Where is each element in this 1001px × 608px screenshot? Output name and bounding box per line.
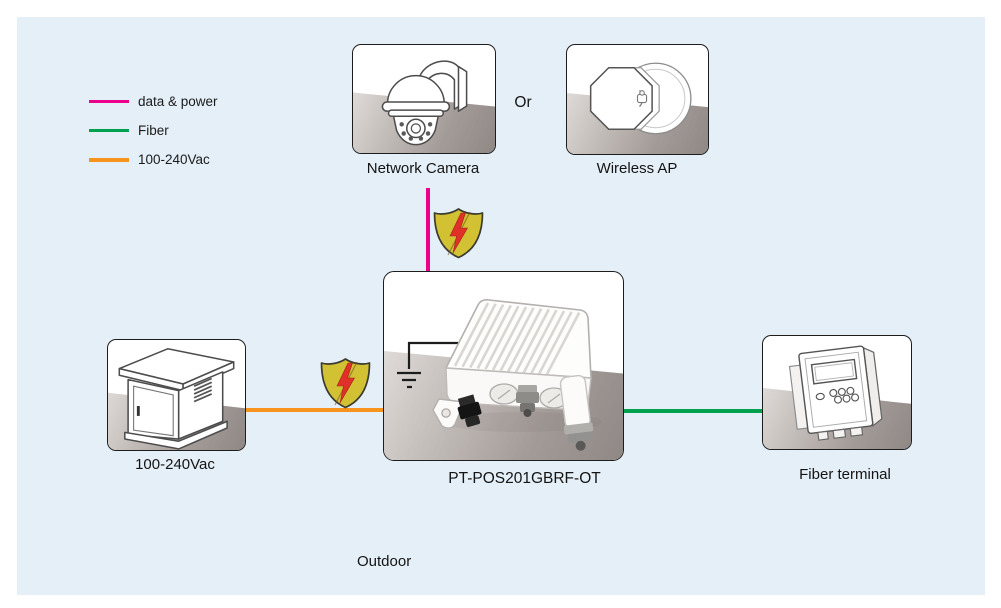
legend-label: 100-240Vac	[138, 152, 210, 167]
fiber-connection-line	[621, 409, 763, 413]
fiber-line-swatch	[89, 129, 129, 132]
network-camera-illustration	[381, 60, 468, 146]
wireless-ap-label: Wireless AP	[596, 160, 678, 177]
or-label: Or	[514, 94, 532, 111]
surge-protection-icon	[433, 208, 484, 259]
fiber-terminal-illustration	[788, 345, 883, 441]
ac-power-label: 100-240Vac	[135, 456, 215, 473]
wireless-ap-card	[566, 44, 709, 155]
ground-symbol	[397, 341, 460, 389]
network-camera-card	[352, 44, 496, 154]
legend-item-data-power: data & power	[89, 87, 218, 116]
legend: data & power Fiber 100-240Vac	[89, 87, 218, 174]
cable-gland	[516, 385, 539, 417]
outdoor-switch-illustration	[397, 299, 602, 451]
rj45-connector	[457, 394, 482, 427]
fiber-terminal-card	[762, 335, 912, 450]
surge-protection-icon	[320, 358, 371, 409]
legend-label: Fiber	[138, 123, 169, 138]
data-power-line-swatch	[89, 100, 129, 103]
fiber-terminal-label: Fiber terminal	[799, 466, 891, 483]
power-cabinet-illustration	[118, 348, 235, 450]
ac-line-swatch	[89, 157, 129, 162]
outdoor-switch-card	[383, 271, 624, 461]
legend-item-ac: 100-240Vac	[89, 145, 218, 174]
outdoor-switch-label: PT-POS201GBRF-OT	[448, 470, 601, 487]
ac-power-card	[107, 339, 246, 451]
ac-power-connection-line	[244, 408, 384, 412]
fiber-port-cylinder	[559, 374, 594, 451]
network-camera-label: Network Camera	[366, 160, 480, 177]
legend-item-fiber: Fiber	[89, 116, 218, 145]
wireless-ap-illustration	[589, 62, 692, 135]
legend-label: data & power	[138, 94, 218, 109]
outdoor-zone-label: Outdoor	[357, 553, 412, 570]
data-power-connection-line	[426, 188, 430, 272]
